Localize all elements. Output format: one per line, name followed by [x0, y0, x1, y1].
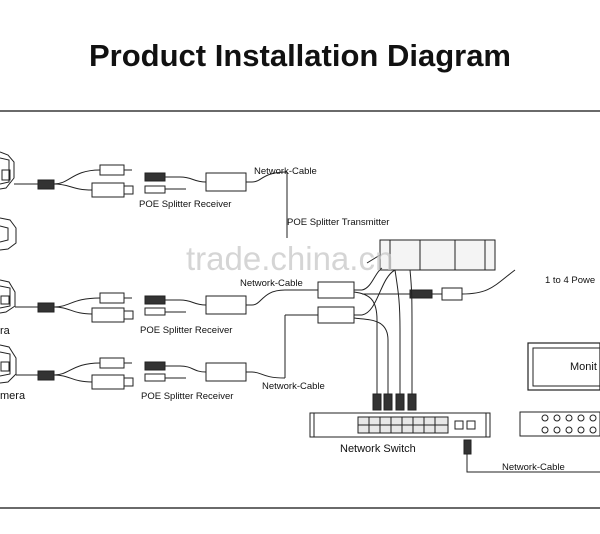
receiver-1-device	[144, 171, 288, 238]
transmitter-units	[317, 239, 516, 324]
receiver-3-device	[144, 314, 318, 382]
label-network-cable-3: Network-Cable	[262, 381, 325, 392]
receiver-2-device	[144, 289, 318, 316]
watermark: trade.china.cn	[186, 240, 393, 277]
label-network-cable-4: Network-Cable	[502, 462, 565, 473]
label-transmitter: POE Splitter Transmitter	[287, 217, 389, 228]
switch-uplink-cables	[353, 269, 417, 411]
monitor-device	[527, 342, 600, 391]
camera-3	[0, 344, 17, 384]
camera-2	[0, 279, 16, 314]
label-receiver-2: POE Splitter Receiver	[140, 325, 232, 336]
label-network-cable-2: Network-Cable	[240, 278, 303, 289]
label-camera-3: mera	[0, 390, 26, 402]
camera-3-cables	[16, 357, 134, 390]
diagram-title: Product Installation Diagram	[88, 38, 511, 73]
label-camera-2: ra	[0, 325, 11, 337]
network-switch-device	[309, 412, 600, 473]
label-receiver-1: POE Splitter Receiver	[139, 199, 231, 210]
camera-1	[0, 151, 15, 190]
camera-1-cables	[14, 164, 134, 198]
label-network-switch: Network Switch	[340, 443, 416, 455]
camera-2-cables	[15, 292, 134, 323]
label-monitor: Monit	[570, 361, 597, 373]
label-network-cable-1: Network-Cable	[254, 166, 317, 177]
label-receiver-3: POE Splitter Receiver	[141, 391, 233, 402]
nvr-device	[519, 411, 600, 437]
label-power-supply: 1 to 4 Powe	[545, 275, 595, 286]
camera-placeholder	[0, 217, 17, 251]
